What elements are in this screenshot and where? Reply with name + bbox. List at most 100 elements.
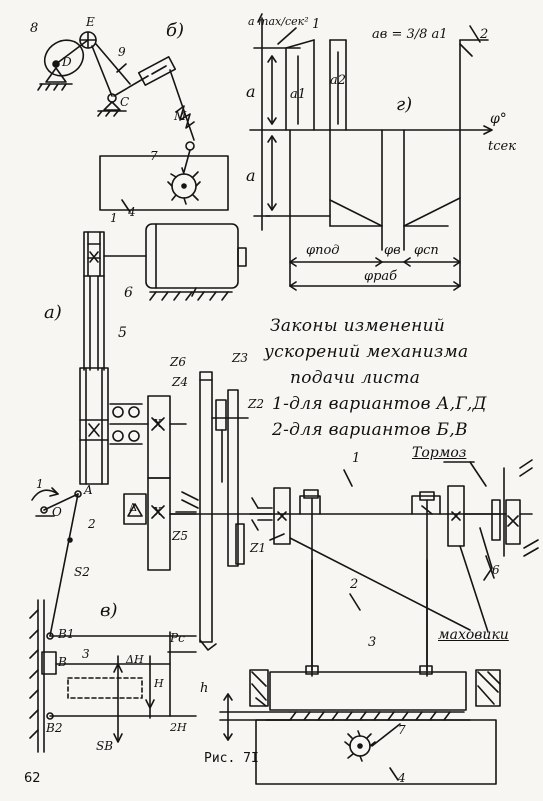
- bearing: [112, 430, 124, 442]
- label-phi-axis: φ°: [490, 111, 507, 127]
- cam-ground: [45, 67, 67, 83]
- label-point-M: M: [174, 109, 187, 123]
- label-dash-H: ΔH: [126, 653, 144, 666]
- label-a2: a2: [330, 73, 347, 88]
- slide-3: [269, 671, 467, 711]
- link-2: [49, 493, 79, 637]
- label-delta: Δ: [129, 501, 137, 514]
- link-9: [95, 43, 131, 85]
- crank-left: [299, 495, 321, 515]
- label-2H: 2H: [170, 721, 187, 734]
- label-num-4: 4: [128, 205, 136, 219]
- label-num-2-mech: 2: [350, 577, 359, 592]
- feed-table: [219, 665, 501, 785]
- label-num-6-mech: 6: [492, 563, 500, 577]
- cam-lever: [55, 39, 89, 65]
- label-num-7-top: 7: [150, 149, 158, 163]
- page-number: 62: [24, 771, 41, 786]
- legend-title-line-1: Законы изменений: [270, 316, 446, 336]
- label-z1: Z1: [250, 541, 266, 555]
- label-H: H: [154, 677, 164, 690]
- label-curve-2: 2: [480, 27, 489, 42]
- legend-block: Законы изменений ускорений механизма под…: [262, 313, 542, 443]
- ground-C: [103, 101, 121, 111]
- label-num-3-mech: 3: [368, 635, 377, 650]
- label-z2: Z2: [248, 397, 264, 411]
- slider-B: [41, 651, 57, 675]
- label-z4: Z4: [172, 375, 188, 389]
- label-panel-g: г): [396, 94, 413, 115]
- label-panel-v: в): [100, 600, 118, 621]
- label-num-9: 9: [118, 45, 126, 59]
- legend-title-line-3: подачи листа: [290, 368, 421, 388]
- brake-drum: [491, 499, 501, 541]
- rotation-arrow: [31, 489, 59, 501]
- label-point-E: E: [86, 15, 95, 29]
- label-point-B: B: [58, 655, 67, 669]
- label-sB: SB: [96, 739, 114, 753]
- pawl-rod: [169, 69, 195, 141]
- label-h: h: [200, 681, 209, 696]
- label-x-1: X: [154, 417, 162, 430]
- label-curve-1: 1: [312, 17, 321, 32]
- label-num-5: 5: [118, 325, 127, 341]
- label-num-2-v: 2: [88, 517, 96, 531]
- slider-block: [137, 56, 177, 86]
- label-panel-b: б): [166, 20, 185, 41]
- label-point-B1: B1: [58, 627, 75, 641]
- label-num-6: 6: [124, 285, 133, 301]
- label-a-lower: a: [246, 166, 256, 185]
- drive-assembly: [79, 223, 247, 485]
- pivot-O: [40, 506, 48, 514]
- legend-item-2: 2-для вариантов Б,В: [272, 420, 468, 440]
- cam-disc: [43, 39, 85, 77]
- label-point-D: D: [62, 55, 72, 69]
- label-phi-sp: φсп: [414, 243, 439, 258]
- label-z5: Z5: [172, 529, 188, 543]
- gear-z3: [215, 399, 227, 431]
- table-bed: [255, 719, 497, 785]
- crank-shaft-assembly: [249, 459, 539, 677]
- label-num-7-mech: 7: [398, 723, 406, 737]
- ratchet-pivot: [185, 141, 195, 151]
- label-num-3-v: 3: [82, 647, 90, 661]
- legend-title-line-2: ускорений механизма: [264, 342, 469, 362]
- gear-z5: [147, 477, 171, 571]
- label-point-B2: B2: [46, 721, 63, 735]
- label-phi-rab: φраб: [364, 269, 398, 284]
- label-t-axis: tсек: [488, 139, 516, 154]
- label-brake: Тормоз: [412, 445, 467, 461]
- label-phi-pod: φпод: [306, 243, 340, 258]
- label-Pc: Pc: [170, 631, 185, 645]
- label-z6: Z6: [170, 355, 186, 369]
- label-num-1-mech: 1: [352, 451, 361, 466]
- motor-6: [145, 223, 239, 289]
- belt-pulley-top: [83, 231, 105, 277]
- brake-block: [505, 499, 521, 545]
- label-num-1-top: 1: [110, 211, 118, 225]
- label-point-O: O: [52, 505, 62, 519]
- bearing: [128, 430, 140, 442]
- label-a1: a1: [290, 87, 307, 102]
- label-flywheels: маховики: [438, 627, 509, 643]
- label-panel-a: а): [44, 302, 62, 323]
- label-num-1-v: 1: [36, 477, 44, 491]
- gear-z4: [199, 371, 213, 643]
- bearing: [128, 406, 140, 418]
- bearing: [112, 406, 124, 418]
- label-phi-v: φв: [384, 243, 401, 258]
- label-accel-formula: aв = 3/8 a1: [372, 27, 448, 42]
- gear-z6: [147, 395, 171, 479]
- leader-flywheels: [289, 537, 471, 631]
- label-a-max: a max/сек²: [248, 15, 309, 28]
- link-E-C: [91, 45, 113, 97]
- figure-caption: Рис. 7I: [204, 751, 259, 766]
- acceleration-chart: [249, 13, 493, 291]
- crank-right: [411, 495, 441, 515]
- label-z3: Z3: [232, 351, 248, 365]
- label-a-upper: a: [246, 82, 256, 101]
- label-num-8: 8: [30, 21, 39, 36]
- belt-pulley-bottom: [79, 367, 109, 485]
